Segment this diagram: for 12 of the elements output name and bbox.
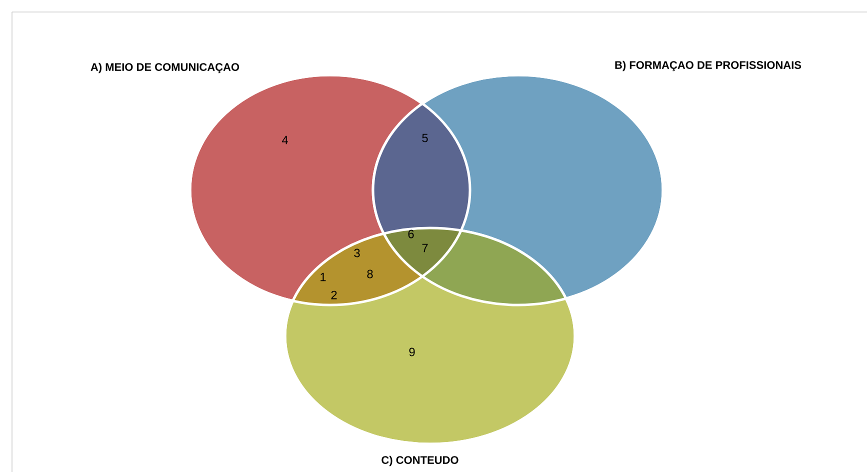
region-number: 6: [408, 230, 414, 238]
region-number: 2: [331, 290, 337, 300]
region-number: 4: [282, 136, 288, 144]
circle-heading: C) CONTEUDO: [382, 456, 458, 466]
circle-heading: A) MEIO DE COMUNICAÇAO: [90, 62, 240, 74]
region-number: 1: [320, 272, 326, 282]
circle-heading: B) FORMAÇAO DE PROFISSIONAIS: [615, 60, 802, 72]
region-number: 9: [409, 348, 415, 356]
region-number: 3: [354, 248, 360, 258]
region-number: 7: [422, 244, 428, 252]
region-number: 8: [367, 270, 373, 278]
region-number: 5: [422, 134, 428, 142]
